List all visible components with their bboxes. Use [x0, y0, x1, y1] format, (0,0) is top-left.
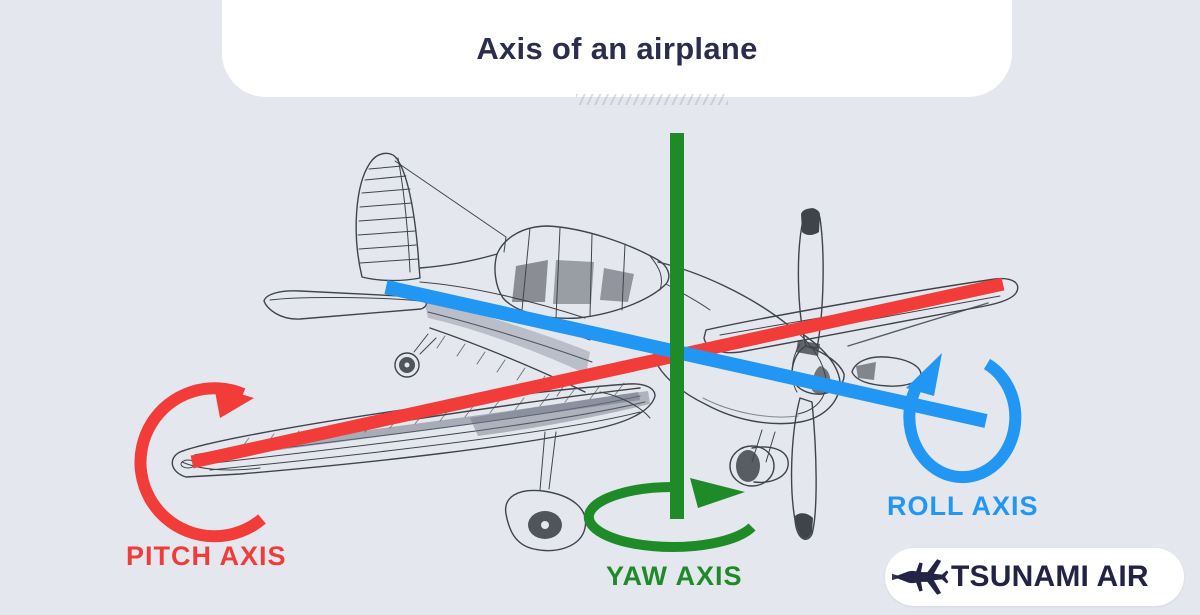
- yaw-rotation-arrow: [583, 478, 756, 552]
- pitch-rotation-arrow: [134, 382, 266, 543]
- propeller: [790, 208, 845, 540]
- yaw-axis-label: YAW AXIS: [606, 561, 743, 591]
- logo-badge: TSUNAMI AIR: [885, 548, 1184, 606]
- hatch-decoration: [576, 94, 728, 105]
- landing-gear: [394, 333, 922, 552]
- roll-axis-label: ROLL AXIS: [887, 491, 1039, 521]
- roll-axis-line: [384, 280, 988, 428]
- pitch-axis-line: [190, 277, 1005, 469]
- brand-name: TSUNAMI AIR: [951, 560, 1149, 593]
- jet-icon: [892, 559, 949, 595]
- tail-fin: [263, 152, 507, 320]
- pitch-axis-label: PITCH AXIS: [126, 541, 287, 571]
- roll-rotation-arrow: [903, 353, 1022, 484]
- cockpit-canopy: [494, 225, 670, 320]
- airplane-sketch: [171, 152, 1019, 552]
- page-title: Axis of an airplane: [476, 30, 758, 66]
- title-banner: Axis of an airplane: [222, 0, 1012, 97]
- left-wing: [171, 382, 656, 478]
